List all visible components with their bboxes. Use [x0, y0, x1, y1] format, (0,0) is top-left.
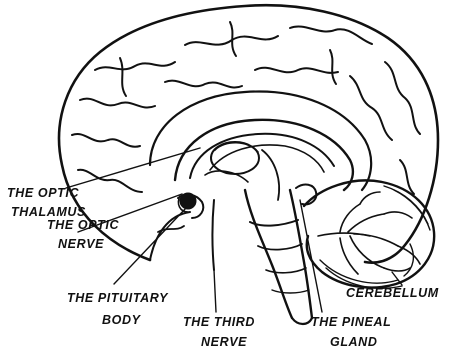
label-optic-thalamus-line2: THALAMUS [11, 205, 86, 219]
pons [250, 220, 298, 226]
label-pineal-gland-line2: GLAND [330, 335, 377, 349]
brainstem [245, 190, 292, 318]
pineal-gland [296, 185, 316, 205]
label-optic-nerve-line2: NERVE [58, 237, 104, 251]
third-nerve [213, 200, 215, 270]
label-pituitary-body-line1: THE PITUITARY [67, 291, 169, 305]
label-optic-nerve-line1: THE OPTIC [47, 218, 119, 232]
labels: THE OPTIC THALAMUS THE OPTIC NERVE THE P… [7, 186, 439, 349]
label-third-nerve-line1: THE THIRD [183, 315, 255, 329]
cingulate-gyrus [150, 91, 371, 190]
label-third-nerve-line2: NERVE [201, 335, 247, 349]
label-pituitary-body-line2: BODY [102, 313, 142, 327]
cortex-folds [72, 22, 420, 194]
label-optic-thalamus-line1: THE OPTIC [7, 186, 79, 200]
pituitary-body [180, 193, 196, 209]
label-cerebellum: CEREBELLUM [346, 286, 439, 300]
label-pineal-gland-line1: THE PINEAL [311, 315, 391, 329]
cerebellum [304, 180, 434, 287]
